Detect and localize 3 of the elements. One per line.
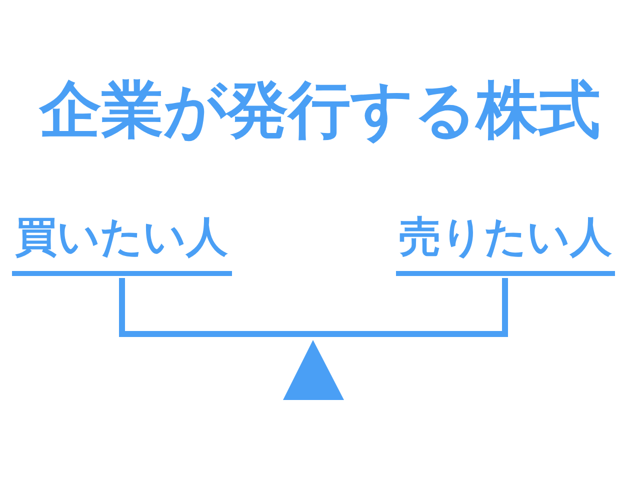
scale-pan-label: 売りたい人 [399, 216, 613, 258]
scale-pan-label: 買いたい人 [15, 216, 229, 258]
title: 企業が発行する株式 [38, 79, 602, 141]
